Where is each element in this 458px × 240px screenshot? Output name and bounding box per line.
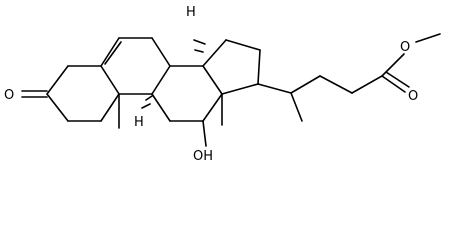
bond xyxy=(381,53,405,77)
hydroxyl-label: OH xyxy=(193,149,213,164)
ring-a xyxy=(46,65,120,122)
bond xyxy=(415,33,441,43)
bond xyxy=(100,65,120,95)
bond xyxy=(100,93,120,122)
bond xyxy=(46,65,69,95)
bond xyxy=(221,83,259,95)
bond xyxy=(151,65,171,95)
bond xyxy=(202,65,223,95)
bond xyxy=(151,93,171,122)
hash-bond xyxy=(145,95,153,101)
ester-carbonyl-oxygen-label: O xyxy=(408,89,418,104)
bond xyxy=(202,39,227,67)
bond xyxy=(202,93,223,122)
hash-bond xyxy=(141,103,151,109)
carbonyl-oxygen-label: O xyxy=(4,88,14,103)
bond xyxy=(319,75,353,94)
ring-c xyxy=(151,65,223,122)
ring-b xyxy=(100,37,171,95)
hash-bond xyxy=(194,49,204,53)
bond xyxy=(46,93,69,122)
bond xyxy=(290,75,321,94)
hash-bond xyxy=(193,39,206,45)
structure-canvas: O H H xyxy=(4,5,441,164)
h-c9: H xyxy=(134,95,153,130)
ester-group: O O xyxy=(381,33,441,104)
h-label: H xyxy=(134,115,144,130)
bond xyxy=(151,37,171,67)
bond xyxy=(257,49,261,85)
ester-ether-oxygen-label: O xyxy=(400,40,410,55)
bond xyxy=(225,39,261,51)
bond xyxy=(290,92,303,122)
bond xyxy=(351,75,383,94)
double-bond-inner xyxy=(104,41,122,65)
double-bond xyxy=(381,75,406,93)
h-c8: H xyxy=(186,5,206,53)
bond xyxy=(202,120,207,147)
ketone-group: O xyxy=(4,88,48,103)
bond xyxy=(100,37,120,67)
double-bond xyxy=(385,71,410,88)
h-label: H xyxy=(186,5,196,20)
molecule-structure: O H H xyxy=(4,5,441,164)
ring-d xyxy=(202,39,261,95)
hydroxyl-group: OH xyxy=(193,120,213,164)
side-chain xyxy=(257,75,383,122)
bond xyxy=(257,83,292,94)
